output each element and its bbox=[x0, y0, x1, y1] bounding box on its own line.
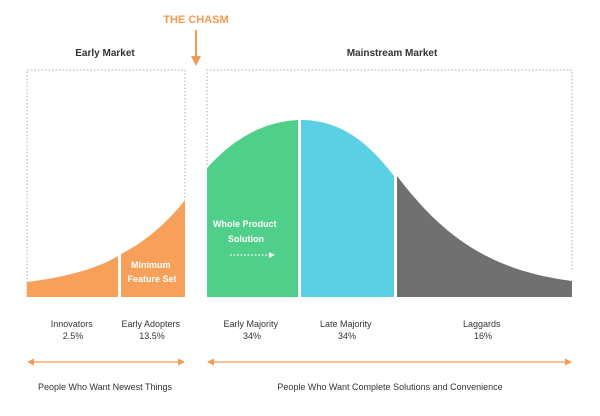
whole-product-solution-label: Whole Product Solution bbox=[213, 219, 279, 244]
chasm-title: THE CHASM bbox=[163, 14, 228, 26]
laggards-segment bbox=[397, 176, 572, 297]
mainstream-market-caption: People Who Want Complete Solutions and C… bbox=[277, 382, 502, 392]
segment-label-early-adopters: Early Adopters 13.5% bbox=[121, 319, 182, 341]
early-market-heading: Early Market bbox=[75, 48, 135, 59]
segment-label-early-majority: Early Majority 34% bbox=[223, 319, 280, 341]
mainstream-market-box bbox=[206, 69, 573, 270]
early-market-caption: People Who Want Newest Things bbox=[38, 382, 173, 392]
early-adopters-segment bbox=[121, 200, 185, 297]
mainstream-market-heading: Mainstream Market bbox=[347, 48, 438, 59]
innovators-segment bbox=[27, 256, 118, 297]
segment-label-laggards: Laggards 16% bbox=[463, 319, 503, 341]
segment-label-innovators: Innovators 2.5% bbox=[51, 319, 96, 341]
early-market-box bbox=[26, 69, 186, 297]
mainstream-market-span-arrow-icon bbox=[207, 358, 572, 366]
early-market-span-arrow-icon bbox=[27, 358, 185, 366]
chasm-arrow-icon bbox=[191, 30, 201, 66]
segment-label-late-majority: Late Majority 34% bbox=[320, 319, 374, 341]
late-majority-segment bbox=[301, 120, 394, 297]
whole-product-arrow-icon bbox=[230, 252, 275, 258]
early-majority-segment bbox=[207, 120, 298, 297]
minimum-feature-set-label: Minimum Feature Set bbox=[127, 260, 176, 284]
